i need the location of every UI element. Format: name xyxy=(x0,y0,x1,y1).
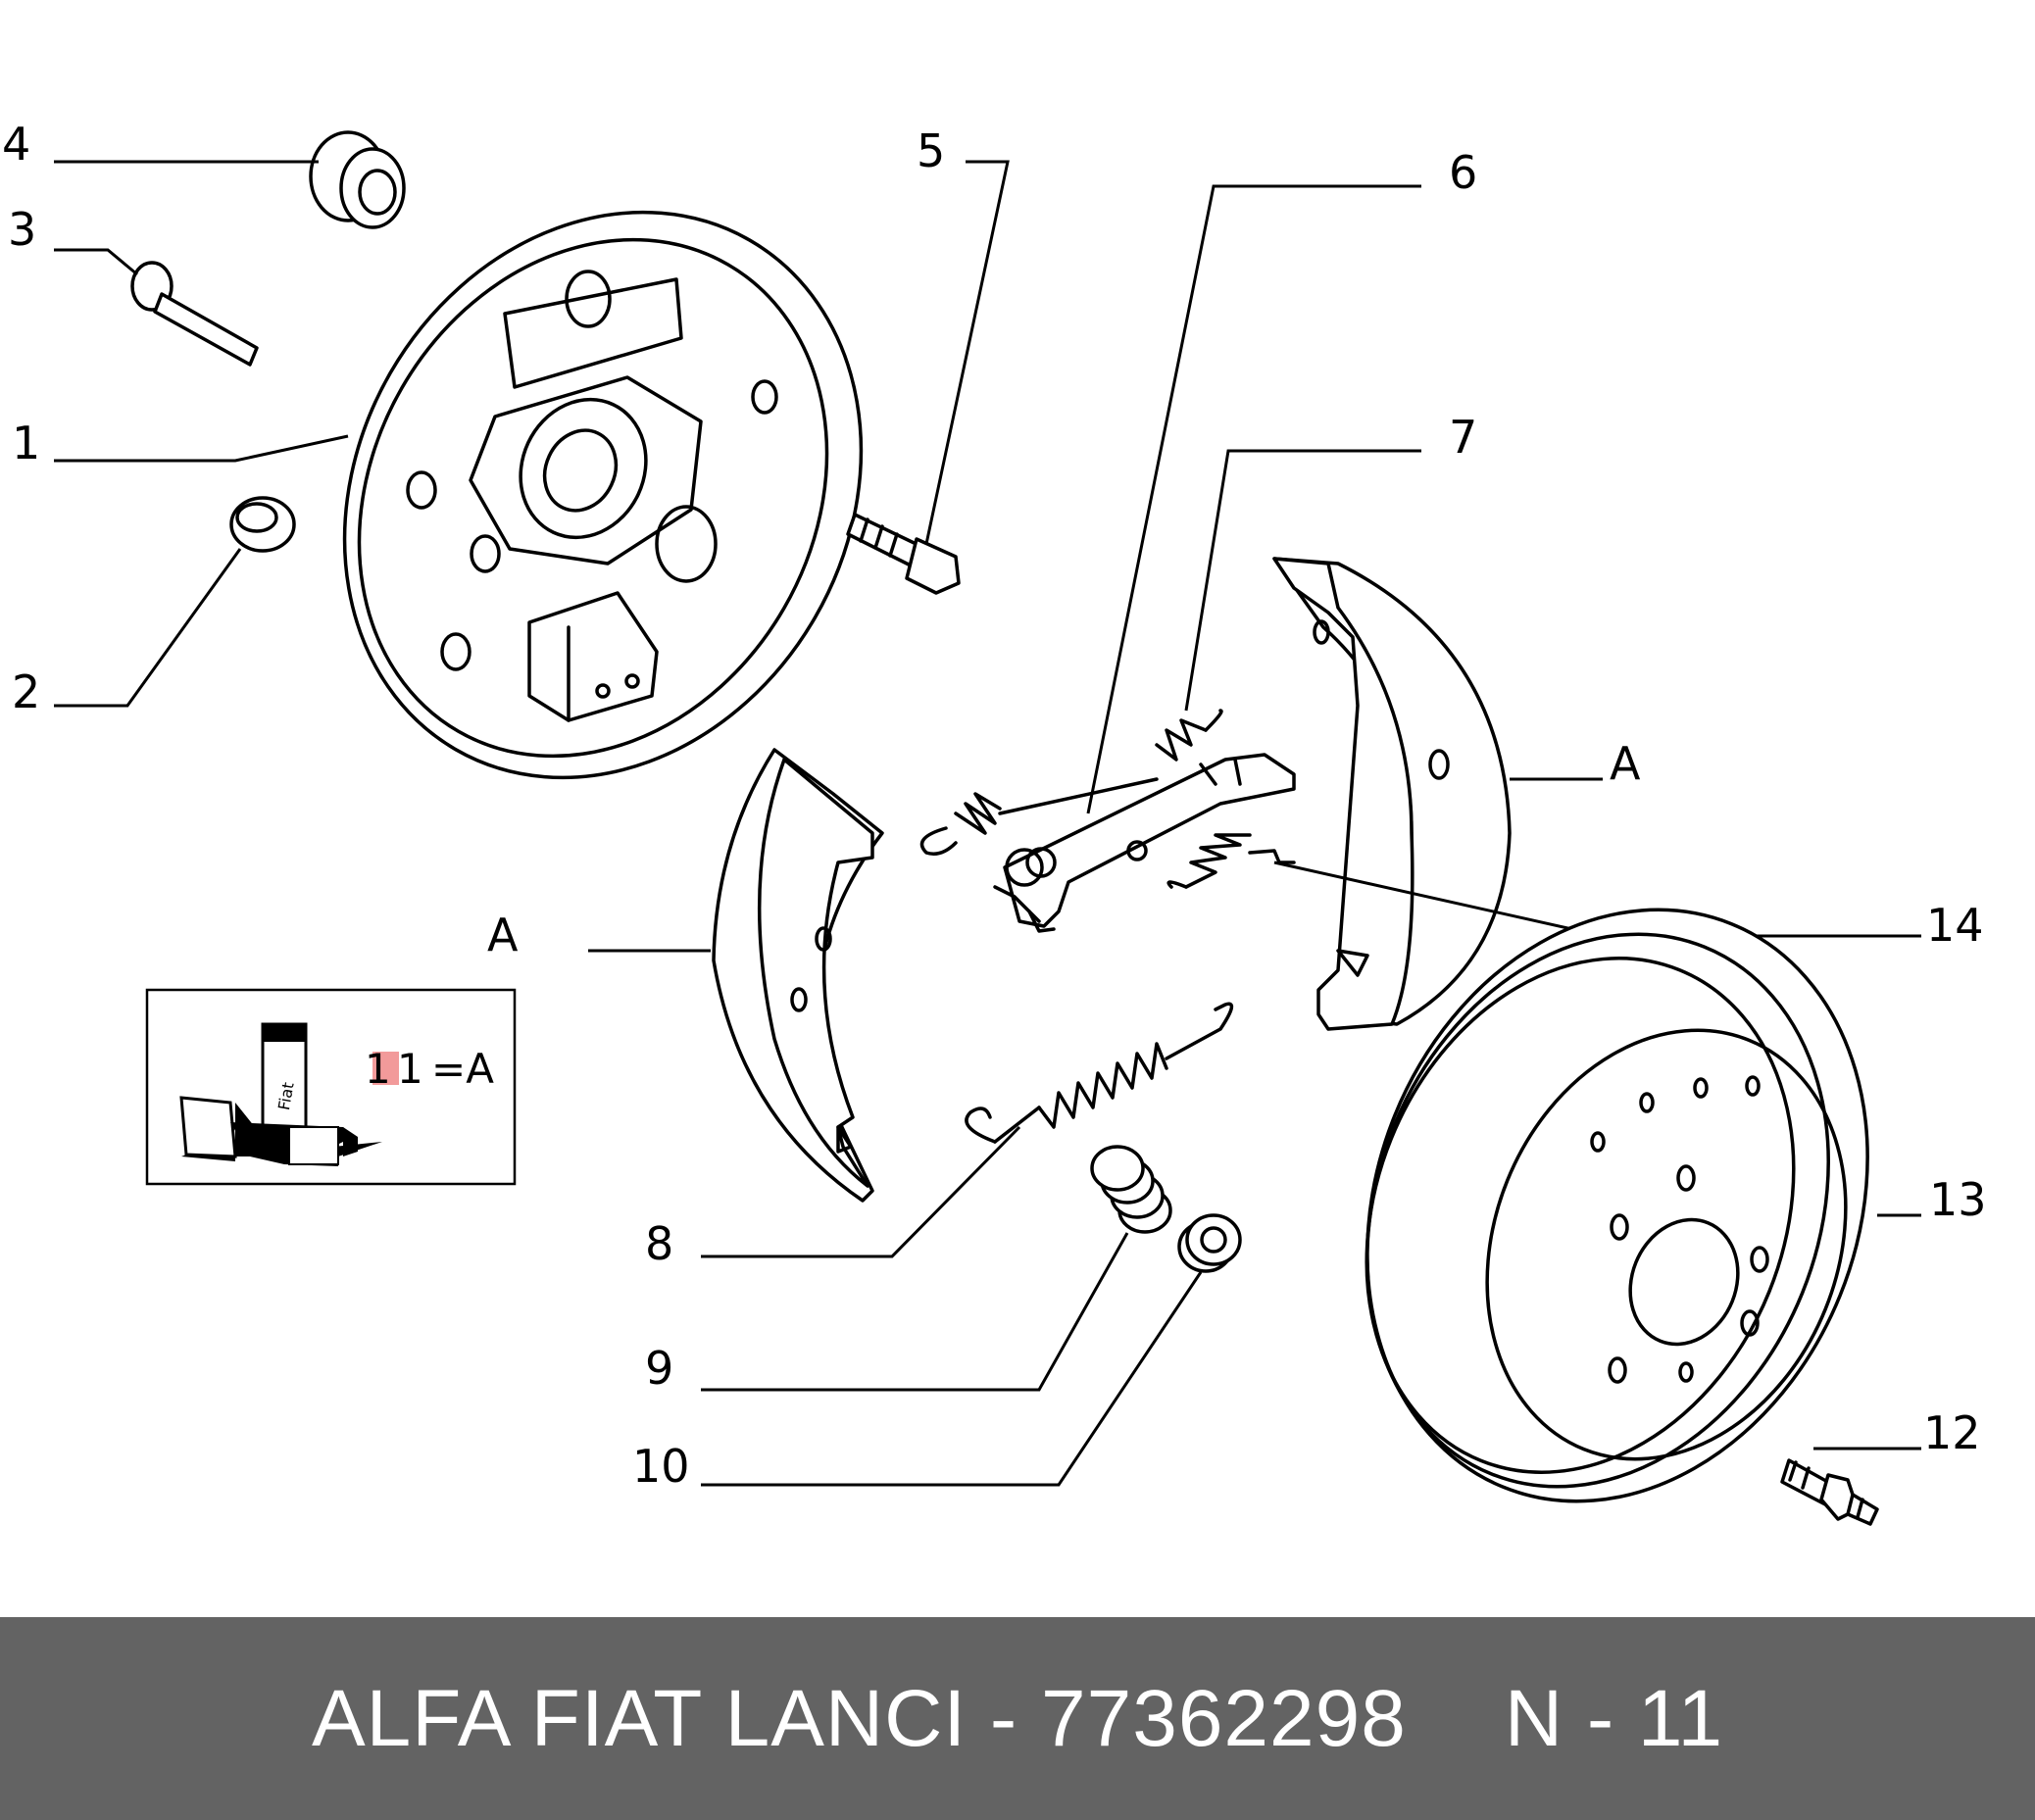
section-code: N - 11 xyxy=(1504,1673,1724,1763)
callout-1: 1 xyxy=(12,417,40,469)
wheel-stud xyxy=(1780,1458,1879,1526)
kit-qty: 1 xyxy=(397,1045,423,1093)
kit-count: 1 xyxy=(365,1045,391,1093)
lower-short-spring xyxy=(1166,833,1296,889)
callout-12: 12 xyxy=(1923,1406,1981,1459)
callout-4: 4 xyxy=(2,118,30,171)
kit-equals-label: =A xyxy=(431,1045,494,1093)
callout-7: 7 xyxy=(1449,411,1477,464)
callout-8: 8 xyxy=(645,1217,673,1270)
brake-shoe-left xyxy=(712,748,884,1203)
kit-brand-text: Fiat xyxy=(274,1081,298,1111)
callout-5: 5 xyxy=(917,124,945,177)
upper-return-spring xyxy=(919,709,1223,856)
brake-shoe-right xyxy=(1272,557,1512,1031)
retaining-pin xyxy=(130,261,259,367)
callout-13: 13 xyxy=(1929,1173,1987,1226)
callout-3: 3 xyxy=(8,203,36,256)
assembly-label-left: A xyxy=(487,909,519,961)
brake-exploded-diagram: 1 2 3 4 5 A xyxy=(2,118,1987,1526)
long-return-spring xyxy=(965,1002,1234,1144)
plug-grommet xyxy=(229,496,296,553)
dust-cap xyxy=(309,130,406,229)
assembly-label-right: A xyxy=(1610,737,1641,790)
kit-inset: Fiat 1 1 =A xyxy=(145,988,517,1186)
callout-2: 2 xyxy=(12,665,40,718)
adjuster-strut xyxy=(993,753,1296,933)
part-title: ALFA FIAT LANCI - 77362298 xyxy=(311,1673,1407,1763)
hold-down-spring xyxy=(1090,1145,1172,1234)
callout-14: 14 xyxy=(1926,899,1984,952)
brake-drum xyxy=(1365,908,1869,1503)
mounting-bolt xyxy=(846,513,961,595)
callout-9: 9 xyxy=(645,1342,673,1395)
callout-10: 10 xyxy=(632,1440,690,1493)
callout-6: 6 xyxy=(1449,146,1477,199)
footer-caption-bar: ALFA FIAT LANCI - 77362298 N - 11 xyxy=(0,1617,2035,1820)
backing-plate xyxy=(342,210,864,780)
spring-cup-washer xyxy=(1177,1213,1242,1273)
